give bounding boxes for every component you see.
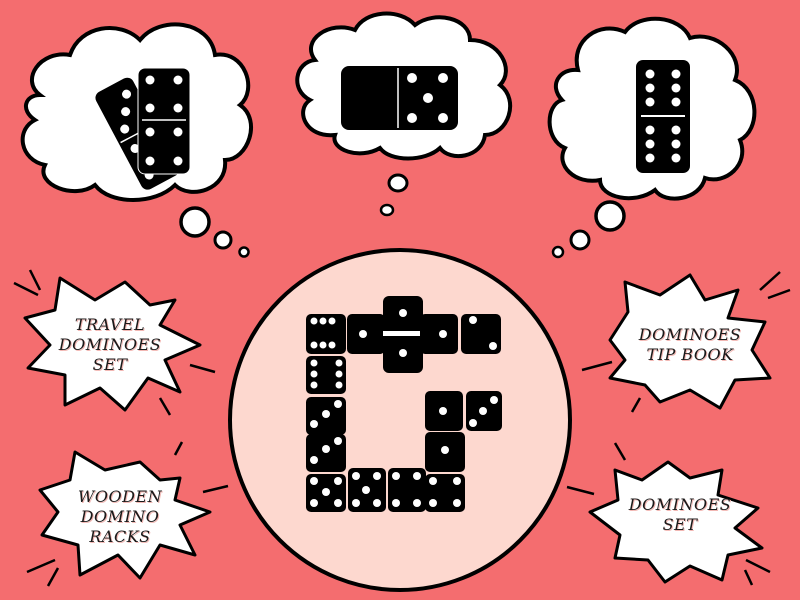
thought-bubble-left (20, 22, 253, 258)
callout-line: TIP BOOK (646, 345, 734, 364)
callout-line: WOODEN (77, 487, 163, 506)
callout-set-shape (566, 442, 771, 586)
callout-line: SET (662, 515, 698, 534)
domino-0-5-icon (341, 66, 458, 130)
domino-6-6-icon (636, 60, 690, 173)
callout-travel-dominoes-set: TRAVEL DOMINOES SET (50, 315, 170, 375)
callout-line: TRAVEL (74, 315, 146, 334)
callout-wooden-shape (26, 441, 229, 587)
callout-travel-shape (13, 269, 216, 416)
callout-line: RACKS (89, 527, 151, 546)
domino-4-4-icon (137, 67, 191, 175)
callout-dominoes-tip-book: DOMINOES TIP BOOK (630, 325, 750, 365)
callout-line: SET (92, 355, 128, 374)
thought-bubble-center (295, 11, 512, 217)
domino-g-shape-icon (306, 296, 502, 512)
callout-line: DOMINOES (638, 325, 742, 344)
callout-dominoes-set: DOMINOES SET (620, 495, 740, 535)
callout-wooden-domino-racks: WOODEN DOMINO RACKS (65, 487, 175, 547)
callout-line: DOMINOES (628, 495, 732, 514)
callout-line: DOMINO (80, 507, 160, 526)
callout-line: DOMINOES (58, 335, 162, 354)
callout-tip-book-shape (581, 271, 791, 413)
center-badge (228, 248, 572, 592)
thought-bubble-right (547, 16, 757, 259)
